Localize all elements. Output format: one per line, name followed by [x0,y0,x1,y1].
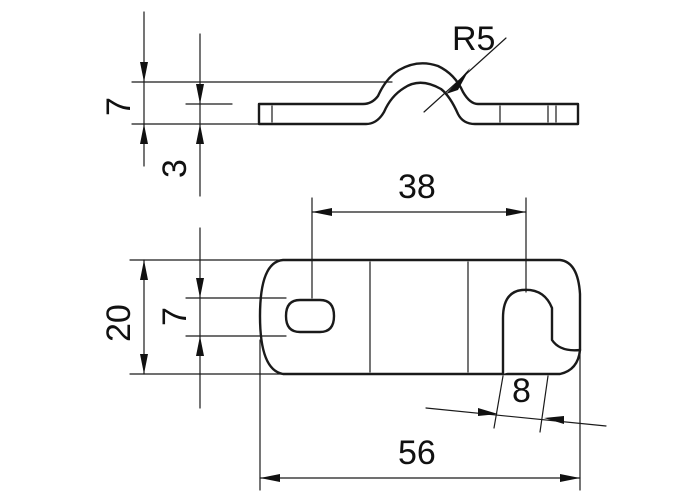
dim-line-8 [425,407,607,427]
dim-arrow-height-7-bottom [140,124,148,144]
dim-arrow-thickness-top [196,84,204,104]
dim-arrow-20-bottom [140,354,148,374]
dim-arrow-height-7-top [140,62,148,82]
dim-label-20: 20 [100,304,138,342]
top-view-outline [258,258,582,376]
oval-hole [284,298,336,334]
dim-arrow-56-left [260,474,280,482]
dim-arrow-hole-7-top [196,278,204,298]
hook-slot [501,288,582,376]
dim-arrow-8-right [544,416,564,424]
dim-arrow-56-right [560,474,580,482]
dim-arrow-thickness-bottom [196,124,204,144]
dim-arrow-20-top [140,260,148,280]
ext-line-8-left [493,375,504,429]
dim-label-56: 56 [398,434,436,472]
dim-label-height-7: 7 [100,97,138,116]
ext-line-8-right [539,375,549,433]
dim-arrow-8-left [478,408,498,416]
dim-label-8: 8 [512,372,531,410]
top-view: 38 20 7 8 56 [100,168,607,491]
radius-arrowhead [446,68,470,94]
dim-label-thickness-3: 3 [156,159,194,178]
dim-label-hole-7: 7 [156,307,194,326]
side-view-profile [257,62,580,126]
dim-arrow-38-right [506,208,526,216]
radius-label: R5 [452,20,495,58]
dim-arrow-hole-7-bottom [196,336,204,356]
dim-arrow-38-left [312,208,332,216]
dim-label-38: 38 [398,168,436,206]
side-view: R5 7 3 [100,11,580,197]
